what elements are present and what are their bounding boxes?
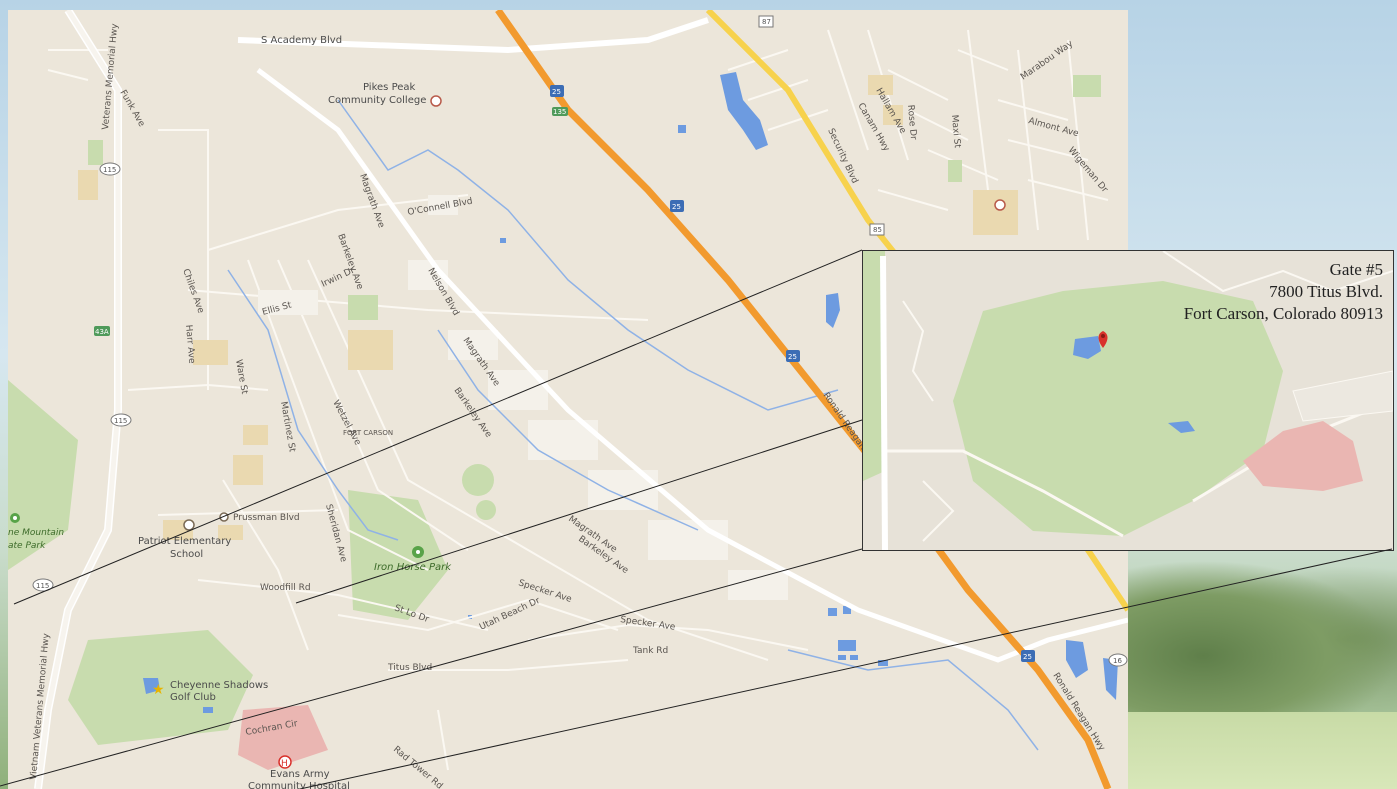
i25-shield-d: 25 [1021, 650, 1035, 662]
svg-text:115: 115 [36, 582, 49, 590]
svg-text:16: 16 [1113, 657, 1122, 665]
label-maxi: Maxi St [949, 114, 962, 148]
label-martinez: Martinez St [278, 401, 297, 454]
background-grass [1120, 712, 1397, 789]
label-tank: Tank Rd [632, 646, 668, 656]
svg-text:115: 115 [114, 417, 127, 425]
co87-shield: 87 [758, 15, 774, 28]
co115-shield-b: 115 [110, 413, 132, 427]
label-wetzel: Wetzel Ave [330, 399, 362, 448]
address-block: Gate #5 7800 Titus Blvd. Fort Carson, Co… [1184, 259, 1383, 325]
label-ware: Ware St [233, 359, 249, 396]
label-evans-2: Community Hospital [248, 781, 350, 789]
school-pin-icon[interactable] [994, 199, 1006, 211]
i25-shield-b: 25 [670, 200, 684, 212]
label-harr: Harr Ave [183, 324, 196, 364]
label-marabou: Marabou Way [1019, 39, 1076, 83]
svg-text:25: 25 [1023, 653, 1032, 661]
svg-text:H: H [281, 759, 288, 769]
inset-canvas [863, 251, 1393, 550]
address-street: 7800 Titus Blvd. [1269, 282, 1383, 301]
inset-hospital-area [1243, 421, 1363, 491]
co16-shield: 16 [1108, 653, 1128, 667]
s-academy-blvd [237, 17, 709, 54]
i25-shield-c: 25 [786, 350, 800, 362]
label-barkeley-2: Barkeley Ave [452, 386, 494, 440]
label-evans-1: Evans Army [270, 769, 330, 780]
label-rose: Rose Dr [905, 104, 918, 140]
label-patriot-2: School [170, 549, 203, 560]
map-inset-zoom[interactable]: Gate #5 7800 Titus Blvd. Fort Carson, Co… [862, 250, 1394, 551]
svg-text:135: 135 [553, 108, 566, 116]
address-city: Fort Carson, Colorado 80913 [1183, 304, 1383, 323]
label-titus: Titus Blvd [387, 663, 432, 673]
label-pikes-peak-2: Community College [328, 95, 426, 106]
label-barkeley-1: Barkeley Ave [335, 233, 365, 292]
label-specker-2: Specker Ave [620, 615, 677, 633]
i25-shield-a: 25 [550, 85, 564, 97]
co85-shield: 85 [869, 223, 885, 236]
co135-shield: 135 [552, 107, 568, 116]
background-trees [1120, 560, 1397, 720]
inset-highway [880, 255, 888, 550]
label-woodfill: Woodfill Rd [260, 583, 311, 593]
inset-golf-course[interactable] [953, 281, 1283, 536]
label-fort-carson: FORT CARSON [343, 429, 393, 437]
college-pin-icon[interactable] [430, 95, 442, 107]
label-cheyenne-2: Golf Club [170, 692, 216, 703]
svg-text:87: 87 [762, 18, 771, 26]
address-gate: Gate #5 [1329, 260, 1383, 279]
label-pikes-peak-1: Pikes Peak [363, 82, 416, 93]
svg-text:85: 85 [873, 226, 882, 234]
label-almont: Almont Ave [1027, 116, 1080, 139]
co83-shield: 43A [94, 326, 110, 336]
label-cheyenne-1: Cheyenne Shadows [170, 680, 268, 691]
co115-shield-a: 115 [99, 162, 121, 176]
label-prussman: Prussman Blvd [233, 513, 300, 523]
svg-text:25: 25 [672, 203, 681, 211]
pin-icon[interactable] [219, 512, 229, 522]
inset-park-edge [863, 251, 885, 481]
svg-text:43A: 43A [95, 328, 109, 336]
label-sheridan: Sheridan Ave [323, 503, 348, 563]
label-patriot-1: Patriot Elementary [138, 536, 231, 547]
label-iron-horse: Iron Horse Park [374, 562, 452, 573]
label-mountain-2: ate Park [8, 541, 46, 551]
svg-text:25: 25 [552, 88, 561, 96]
label-wigeman: Wigeman Dr [1066, 146, 1110, 196]
elementary-school-pin-icon[interactable] [183, 519, 195, 531]
label-ronald-2: Ronald Reagan Hwy [1050, 671, 1106, 753]
label-s-academy: S Academy Blvd [261, 35, 342, 46]
inset-pond [1073, 336, 1101, 359]
svg-text:115: 115 [103, 166, 116, 174]
svg-text:25: 25 [788, 353, 797, 361]
label-rad-tower: Rad Tower Rd [391, 745, 444, 789]
co115-shield-c: 115 [32, 578, 54, 592]
location-marker-icon[interactable] [1098, 331, 1108, 348]
label-utah-beach: Utah Beach Dr [478, 596, 542, 633]
golf-star-icon[interactable]: ★ [152, 682, 165, 698]
label-mountain-1: ne Mountain [8, 528, 64, 538]
